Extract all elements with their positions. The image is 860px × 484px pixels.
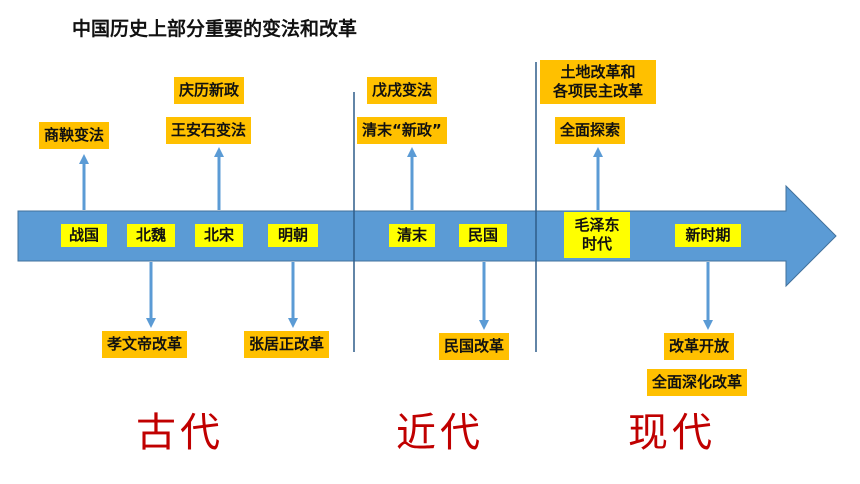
mao-era-line2: 时代 <box>581 235 612 253</box>
reform-opening: 改革开放 <box>664 333 735 360</box>
reform-qingli: 庆历新政 <box>174 77 245 104</box>
mao-era-line1: 毛泽东 <box>574 216 620 234</box>
period-beisong: 北宋 <box>195 224 243 247</box>
period-mingchao: 明朝 <box>268 224 318 247</box>
reform-xiaowen: 孝文帝改革 <box>102 331 188 358</box>
reform-land-reform: 土地改革和 各项民主改革 <box>540 60 656 104</box>
page-title: 中国历史上部分重要的变法和改革 <box>72 18 358 40</box>
era-ancient: 古代 <box>136 410 224 456</box>
reform-qingmo-new-policy: 清末“新政” <box>357 117 447 144</box>
period-beiwei: 北魏 <box>127 224 175 247</box>
land-reform-line1: 土地改革和 <box>560 63 636 81</box>
reform-wuxu: 戊戌变法 <box>367 77 438 104</box>
period-zhanguo: 战国 <box>61 224 107 247</box>
period-new-era: 新时期 <box>675 224 741 247</box>
reform-zhang-juzheng: 张居正改革 <box>244 331 330 358</box>
reform-minguo: 民国改革 <box>439 333 510 360</box>
reform-full-exploration: 全面探索 <box>555 117 626 144</box>
period-minguo: 民国 <box>459 224 507 247</box>
period-qingmo: 清末 <box>389 224 435 247</box>
reform-shang-yang: 商鞅变法 <box>39 122 110 149</box>
era-modern-early: 近代 <box>396 410 484 456</box>
reform-deepening: 全面深化改革 <box>647 369 748 396</box>
land-reform-line2: 各项民主改革 <box>552 82 643 100</box>
period-mao-era: 毛泽东 时代 <box>564 212 630 258</box>
reform-wang-anshi: 王安石变法 <box>166 117 252 144</box>
era-contemporary: 现代 <box>628 410 716 456</box>
